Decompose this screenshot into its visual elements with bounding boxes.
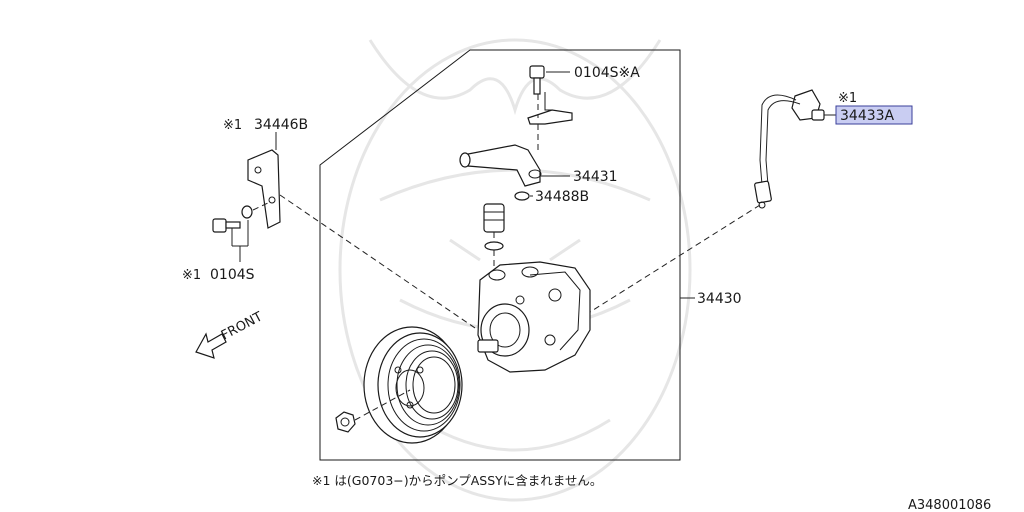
callout-34433a[interactable]: 34433A bbox=[840, 108, 895, 124]
callout-0104s[interactable]: 0104S bbox=[210, 267, 255, 283]
pressure-sensor[interactable] bbox=[754, 89, 825, 209]
front-arrow-icon bbox=[195, 332, 227, 359]
callout-34488b[interactable]: 34488B bbox=[535, 189, 589, 205]
highlight-box-34433a bbox=[835, 105, 913, 125]
callout-0104s-a[interactable]: 0104S※A bbox=[574, 65, 640, 81]
outlet-pipe[interactable] bbox=[459, 144, 542, 187]
callout-34431[interactable]: 34431 bbox=[573, 169, 618, 185]
front-label: FRONT bbox=[219, 309, 265, 343]
power-steering-pump[interactable] bbox=[477, 261, 591, 373]
top-bracket[interactable] bbox=[527, 92, 573, 125]
note-mark-sensor: ※1 bbox=[838, 91, 857, 106]
pulley-nut[interactable] bbox=[335, 411, 356, 433]
callout-34430[interactable]: 34430 bbox=[697, 291, 742, 307]
footnote: ※1 は(G0703−)からポンプASSYに含まれません。 bbox=[312, 473, 602, 488]
top-bolt[interactable] bbox=[529, 65, 545, 95]
note-mark-bracket: ※1 bbox=[223, 118, 242, 133]
union-fitting[interactable] bbox=[483, 203, 505, 251]
left-washer[interactable] bbox=[241, 205, 253, 219]
left-bolt[interactable] bbox=[212, 218, 241, 233]
pulley[interactable] bbox=[363, 326, 463, 444]
watermark-emblem bbox=[338, 38, 692, 502]
note-mark-bolt: ※1 bbox=[182, 268, 201, 283]
callout-34446b[interactable]: 34446B bbox=[254, 117, 308, 133]
left-bracket[interactable] bbox=[247, 149, 281, 229]
o-ring[interactable] bbox=[514, 191, 530, 201]
diagram-code: A348001086 bbox=[908, 498, 991, 512]
